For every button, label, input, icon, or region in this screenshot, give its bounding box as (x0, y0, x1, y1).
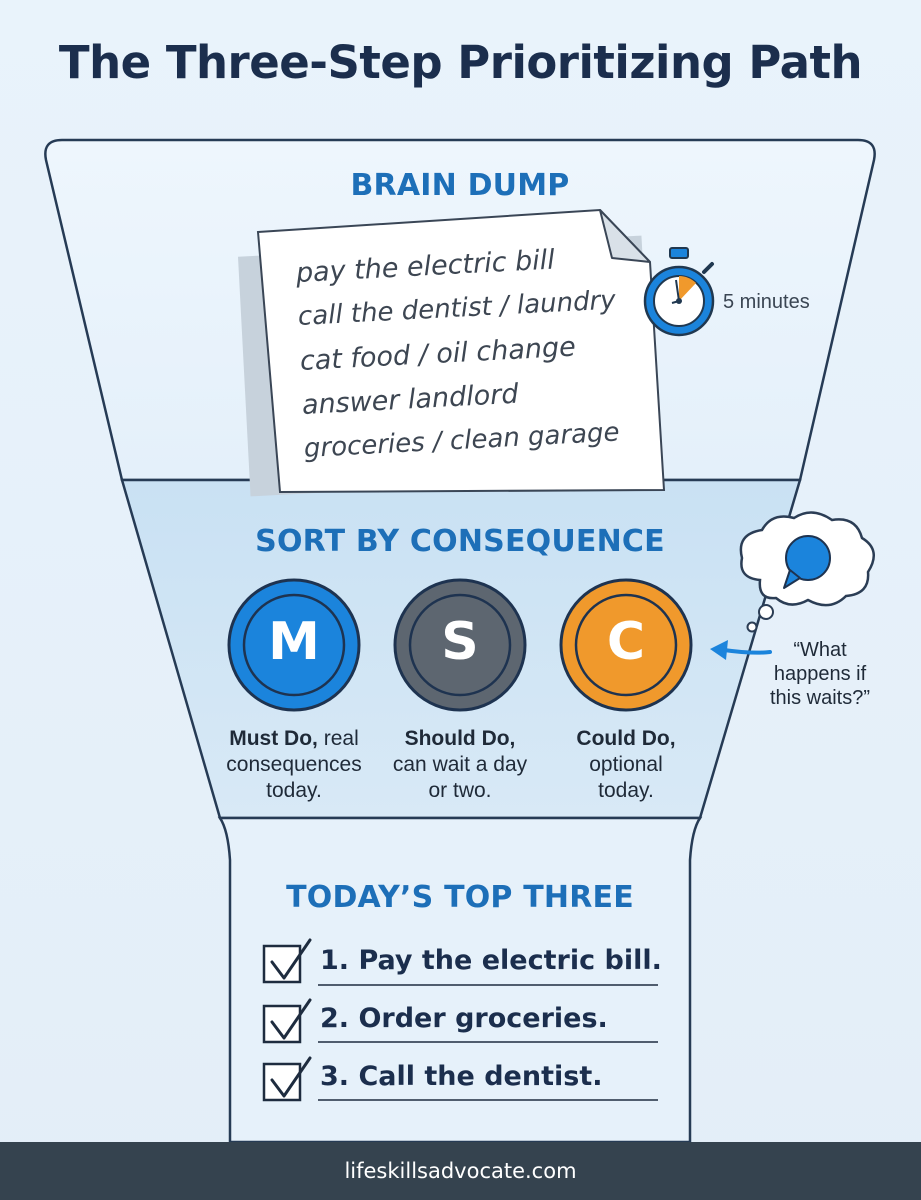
could-do-label: Could Do, (576, 727, 676, 750)
checkbox-checked-icon (262, 998, 312, 1044)
consequence-question: “What happens if this waits?” (750, 638, 890, 710)
should-do-badge (393, 578, 527, 712)
badge-letter-must: M (268, 612, 320, 672)
top-three-item: 3. Call the dentist. (320, 1061, 603, 1092)
could-do-desc-2: today. (598, 779, 654, 802)
top-three-item: 1. Pay the electric bill. (320, 945, 662, 976)
must-do-description: Must Do, real consequences today. (209, 726, 379, 804)
note-paper-icon (237, 208, 666, 497)
top-three-item: 2. Order groceries. (320, 1003, 608, 1034)
page-title: The Three-Step Prioritizing Path (58, 36, 863, 89)
should-do-label: Should Do, (404, 727, 516, 750)
top-three-heading: TODAY’S TOP THREE (286, 880, 634, 915)
timer-label: 5 minutes (723, 291, 810, 313)
checkbox-checked-icon (262, 938, 312, 984)
question-line-2: happens if (773, 663, 867, 685)
badge-letter-could: C (606, 612, 646, 672)
curved-arrow-icon (710, 640, 772, 660)
sort-heading: SORT BY CONSEQUENCE (255, 524, 665, 559)
should-do-description: Should Do, can wait a day or two. (375, 726, 545, 804)
could-do-badge (559, 578, 693, 712)
must-do-desc-2: consequences (226, 753, 362, 776)
must-do-desc-3: today. (266, 779, 322, 802)
must-do-desc-1: real (323, 727, 359, 750)
should-do-desc-2: or two. (428, 779, 492, 802)
could-do-desc-1: optional (589, 753, 663, 776)
footer-url[interactable]: lifeskillsadvocate.com (0, 1142, 921, 1200)
could-do-description: Could Do, optional today. (541, 726, 711, 804)
speech-bubble-icon (783, 535, 831, 589)
badge-letter-should: S (441, 612, 479, 672)
question-line-1: “What (793, 639, 847, 661)
brain-dump-heading: BRAIN DUMP (350, 168, 570, 203)
should-do-desc-1: can wait a day (392, 753, 528, 776)
checkbox-checked-icon (262, 1056, 312, 1102)
question-line-3: this waits?” (769, 687, 871, 709)
must-do-label: Must Do, (229, 727, 318, 750)
stopwatch-icon (643, 247, 715, 337)
must-do-badge (227, 578, 361, 712)
